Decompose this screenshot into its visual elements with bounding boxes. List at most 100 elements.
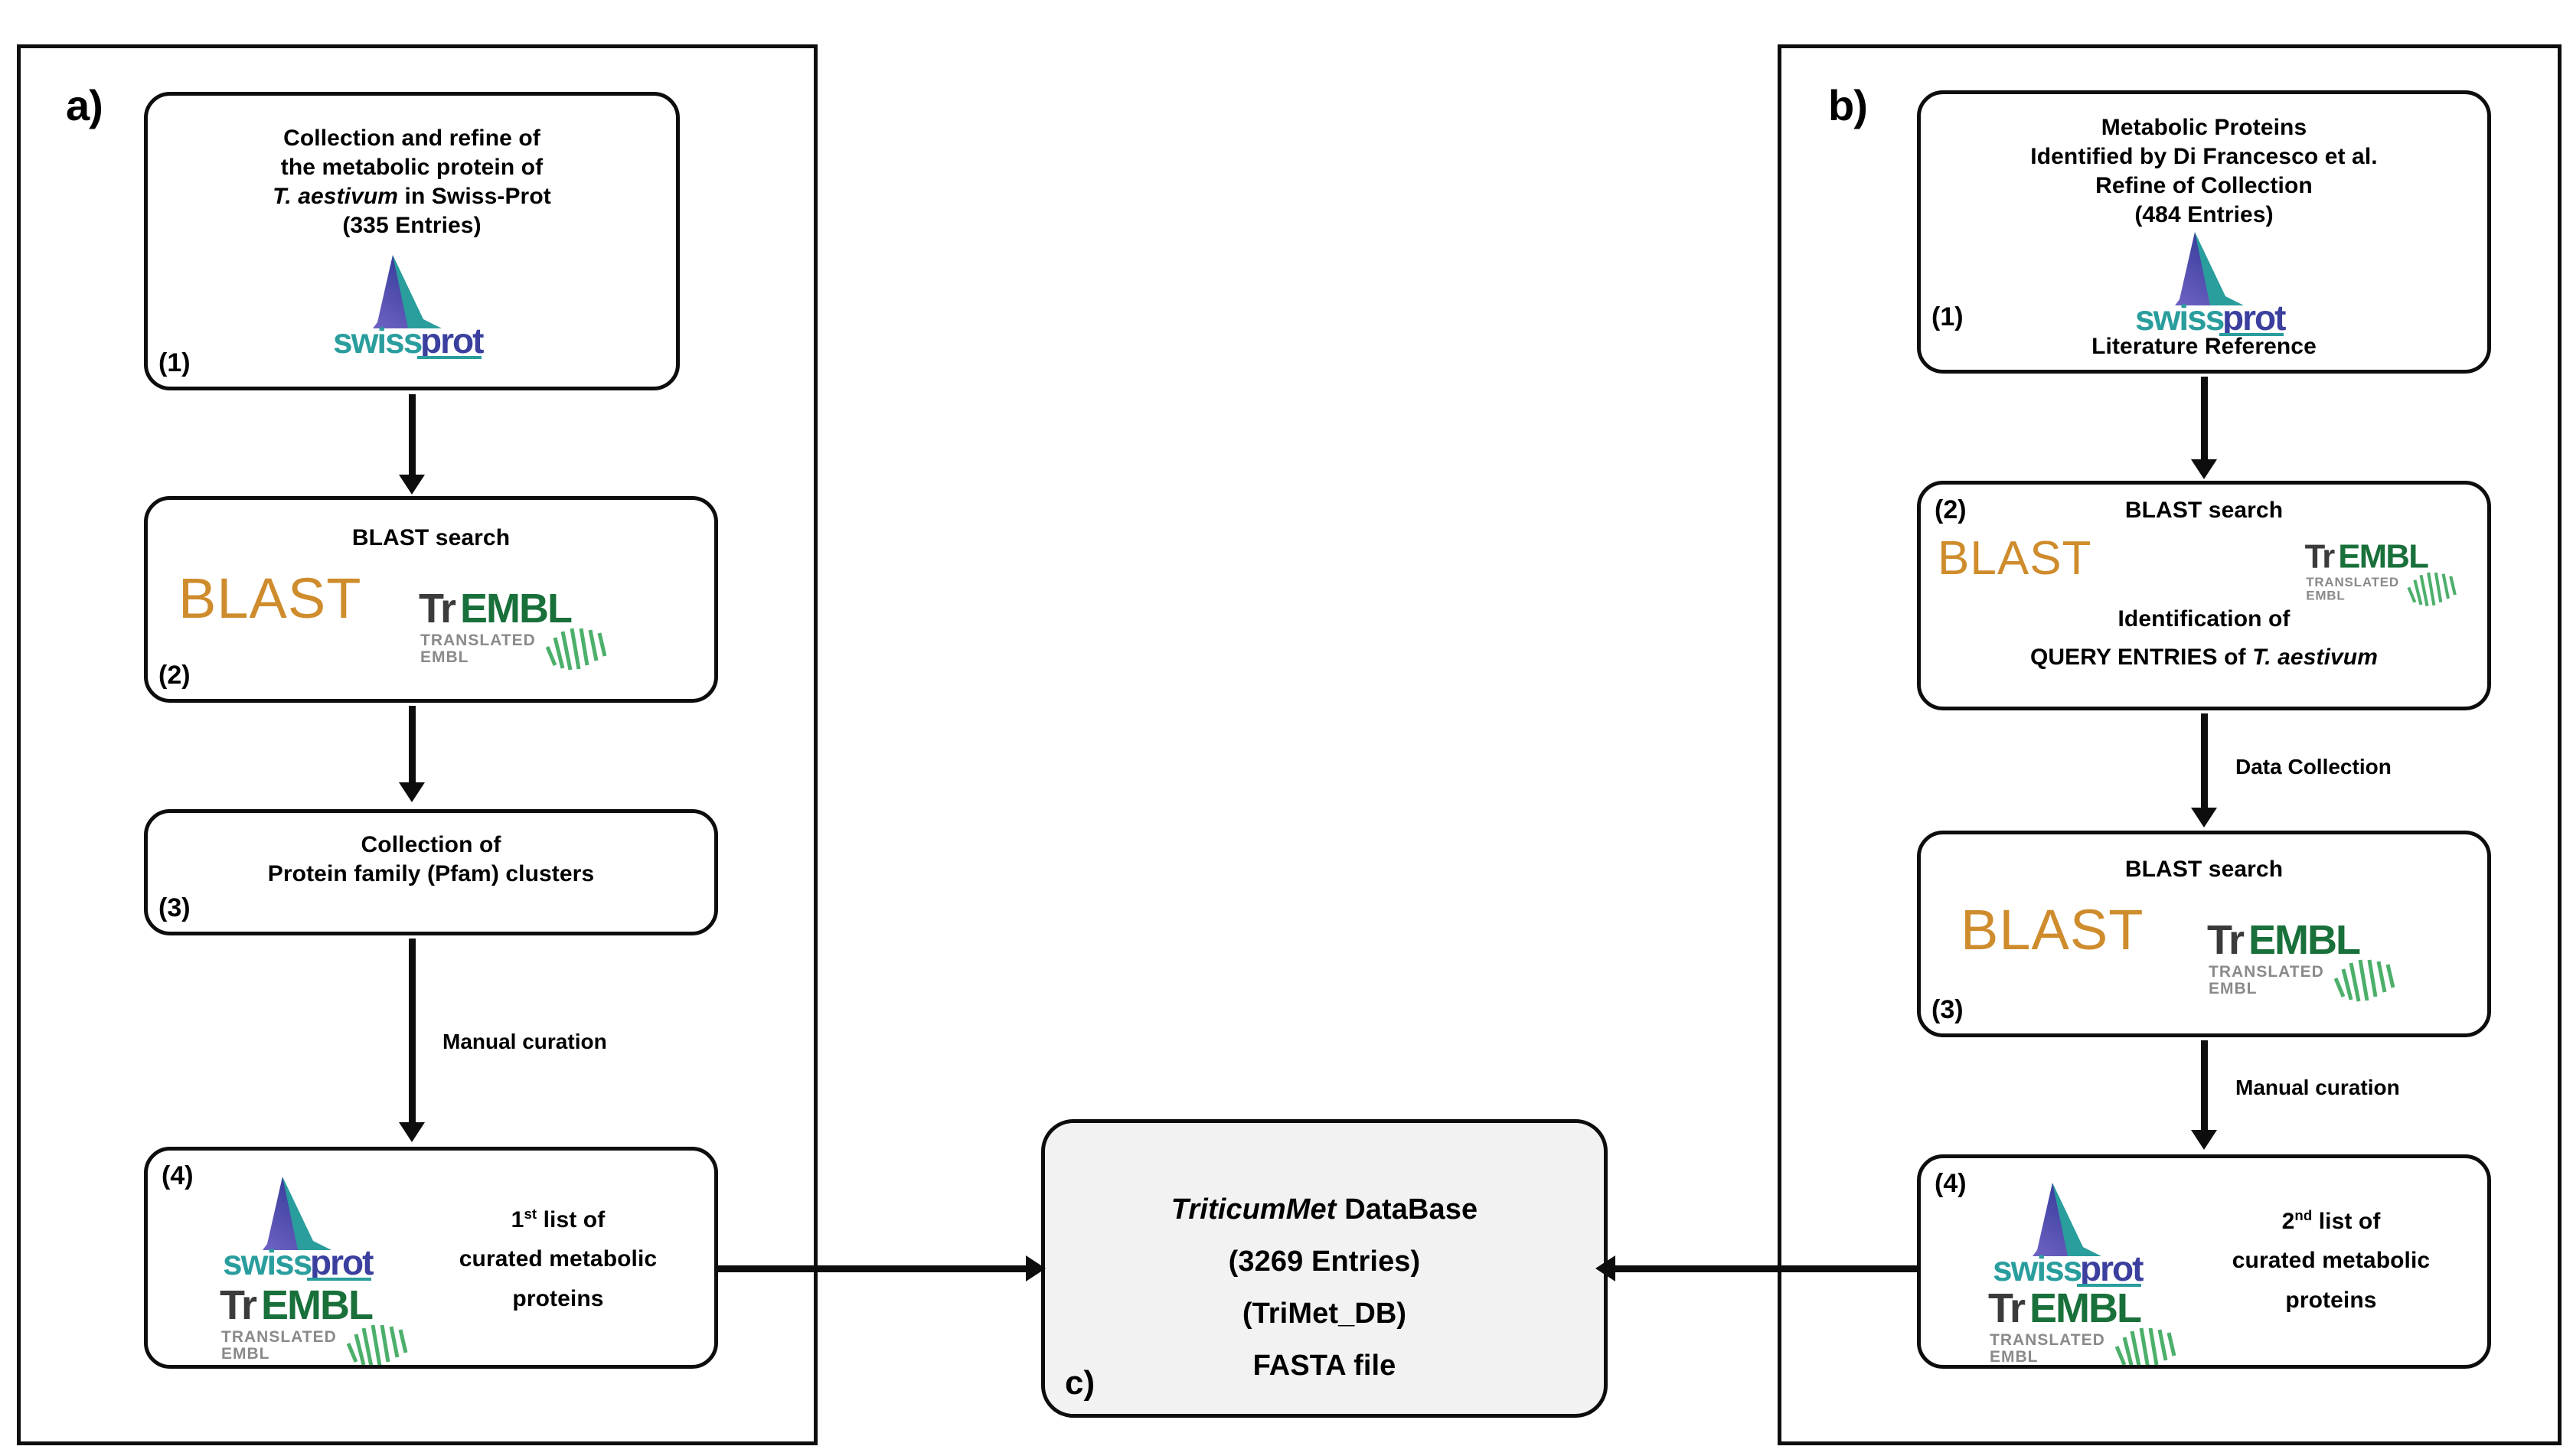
svg-text:swiss: swiss [2135,298,2224,336]
panel-b-node-1[interactable]: Metabolic Proteins Identified by Di Fran… [1917,90,2491,374]
svg-text:EMBL: EMBL [460,586,572,632]
panel-b-node-3-index: (3) [1931,995,1964,1024]
panel-a-node-4[interactable]: (4) swiss prot Tr EMBL TRANSLATED EMBL [144,1147,718,1369]
svg-text:prot: prot [2222,298,2286,336]
svg-text:EMBL: EMBL [261,1282,373,1328]
panel-a-connector-2-line [409,706,416,786]
panel-b-node-1-line-1: Metabolic Proteins [2101,115,2307,140]
panel-a-connector-2-arrowhead [399,782,425,802]
trembl-logo: Tr EMBL TRANSLATED EMBL [419,586,609,671]
panel-c-line-2-entries: (3269 Entries) [1228,1245,1421,1278]
svg-text:TRANSLATED: TRANSLATED [420,632,536,649]
panel-c-line-1: TriticumMet DataBase [1045,1192,1604,1227]
trembl-logo: Tr EMBL TRANSLATED EMBL [2305,539,2458,607]
panel-b-edge-label-data-collection: Data Collection [2235,755,2392,779]
panel-a-node-3-line-1: Collection of [361,832,501,857]
panel-b-label: b) [1828,81,1868,129]
panel-b-connector-3-arrowhead [2191,1130,2217,1150]
panel-a-node-4-line-3: proteins [512,1286,604,1311]
swissprot-logo: swiss prot [333,255,485,359]
panel-b-node-1-line-4: (484 Entries) [2134,202,2274,227]
panel-b-node-2[interactable]: (2) BLAST search BLAST Tr EMBL TRANSLATE… [1917,481,2491,710]
connector-b-to-c-line [1615,1265,1918,1272]
svg-text:EMBL: EMBL [2248,917,2360,963]
panel-c-line-4-filetype: FASTA file [1252,1350,1396,1382]
trembl-logo: Tr EMBL TRANSLATED EMBL [220,1282,410,1365]
panel-b-node-4[interactable]: (4) swiss prot Tr EMBL TRANSLATED EMBL [1917,1154,2491,1369]
ordinal-rest: list of [2312,1209,2381,1234]
panel-a-node-3[interactable]: Collection of Protein family (Pfam) clus… [144,809,718,935]
panel-b-node-2-line-3-pre: QUERY ENTRIES of [2029,645,2253,670]
database-name-italic: TriticumMet [1171,1193,1337,1226]
blast-wordmark: BLAST [1938,532,2092,585]
panel-a-node-4-line-2: curated metabolic [459,1246,658,1272]
svg-text:swiss: swiss [333,321,422,359]
svg-text:EMBL: EMBL [2029,1285,2141,1331]
panel-c-line-1-rest: DataBase [1336,1193,1478,1226]
svg-text:EMBL: EMBL [221,1345,270,1363]
panel-a-node-1[interactable]: Collection and refine of the metabolic p… [144,92,680,390]
svg-text:EMBL: EMBL [2338,539,2428,576]
svg-text:EMBL: EMBL [1990,1348,2039,1366]
panel-b-node-2-title: BLAST search [2124,498,2284,523]
svg-text:EMBL: EMBL [420,648,469,666]
panel-b-node-4-line-3: proteins [2285,1288,2377,1313]
species-name-italic: T. aestivum [273,184,399,209]
svg-text:EMBL: EMBL [2209,980,2258,997]
svg-text:Tr: Tr [220,1282,257,1328]
svg-text:EMBL: EMBL [2306,589,2345,603]
panel-b-connector-2-arrowhead [2191,808,2217,828]
svg-text:Tr: Tr [419,586,456,632]
svg-text:swiss: swiss [1993,1249,2082,1287]
panel-b-node-1-caption: Literature Reference [2091,334,2317,359]
panel-a-label: a) [66,81,103,129]
swissprot-logo: swiss prot [1993,1183,2145,1287]
connector-a-to-c-line [718,1265,1033,1272]
panel-a-connector-3-line [409,939,416,1126]
panel-b-node-4-line-1: 2nd list of [2189,1207,2473,1236]
connector-b-to-c-arrowhead [1595,1255,1615,1281]
panel-b-node-2-line-2: Identification of [2118,606,2291,632]
trembl-logo: Tr EMBL TRANSLATED EMBL [1988,1285,2178,1366]
svg-text:Tr: Tr [2305,539,2336,576]
panel-b-node-1-index: (1) [1931,302,1964,331]
blast-wordmark: BLAST [178,566,362,630]
svg-text:prot: prot [2080,1249,2144,1287]
ordinal-suffix: st [524,1206,537,1222]
ordinal-num: 2 [2281,1209,2295,1234]
panel-b-node-3[interactable]: BLAST search BLAST Tr EMBL TRANSLATED EM… [1917,831,2491,1037]
panel-b-node-1-line-2: Identified by Di Francesco et al. [2030,144,2378,169]
panel-c-node-database[interactable]: TriticumMet DataBase (3269 Entries) (Tri… [1041,1119,1608,1418]
svg-text:Tr: Tr [2207,917,2245,963]
panel-b-node-1-line-3: Refine of Collection [2095,173,2313,198]
svg-text:prot: prot [420,321,484,359]
svg-text:swiss: swiss [223,1242,312,1281]
panel-b-connector-3-line [2201,1040,2208,1134]
trembl-logo: Tr EMBL TRANSLATED EMBL [2207,917,2397,1002]
panel-a-node-4-index: (4) [162,1161,194,1190]
blast-wordmark: BLAST [1961,898,2144,961]
panel-b-node-2-index: (2) [1935,495,1967,524]
panel-a-node-3-index: (3) [158,893,191,922]
svg-text:TRANSLATED: TRANSLATED [2209,963,2324,981]
panel-a-node-1-line-3: T. aestivum in Swiss-Prot [148,183,676,211]
panel-a-node-1-line-4: (335 Entries) [342,213,482,238]
panel-a-node-1-index: (1) [158,348,191,377]
panel-a-node-1-line-2: the metabolic protein of [280,155,544,180]
panel-b-edge-label-manual-curation: Manual curation [2235,1076,2400,1099]
panel-b-connector-2-line [2201,713,2208,811]
ordinal-num: 1 [511,1207,524,1232]
connector-a-to-c-arrowhead [1026,1255,1046,1281]
swissprot-logo: swiss prot [223,1177,375,1281]
ordinal-suffix: nd [2294,1207,2313,1223]
panel-a-node-1-line-1: Collection and refine of [283,126,540,151]
panel-b-node-3-title: BLAST search [2124,857,2284,882]
panel-a-edge-label-manual-curation: Manual curation [442,1030,607,1053]
ordinal-rest: list of [537,1207,606,1232]
panel-b-connector-1-line [2201,377,2208,462]
panel-a-node-1-line-3-rest: in Swiss-Prot [398,184,551,209]
panel-b-node-4-index: (4) [1935,1169,1967,1198]
panel-a-connector-1-line [409,394,416,478]
panel-a-node-2[interactable]: BLAST search BLAST Tr EMBL TRANSLATED EM… [144,496,718,703]
